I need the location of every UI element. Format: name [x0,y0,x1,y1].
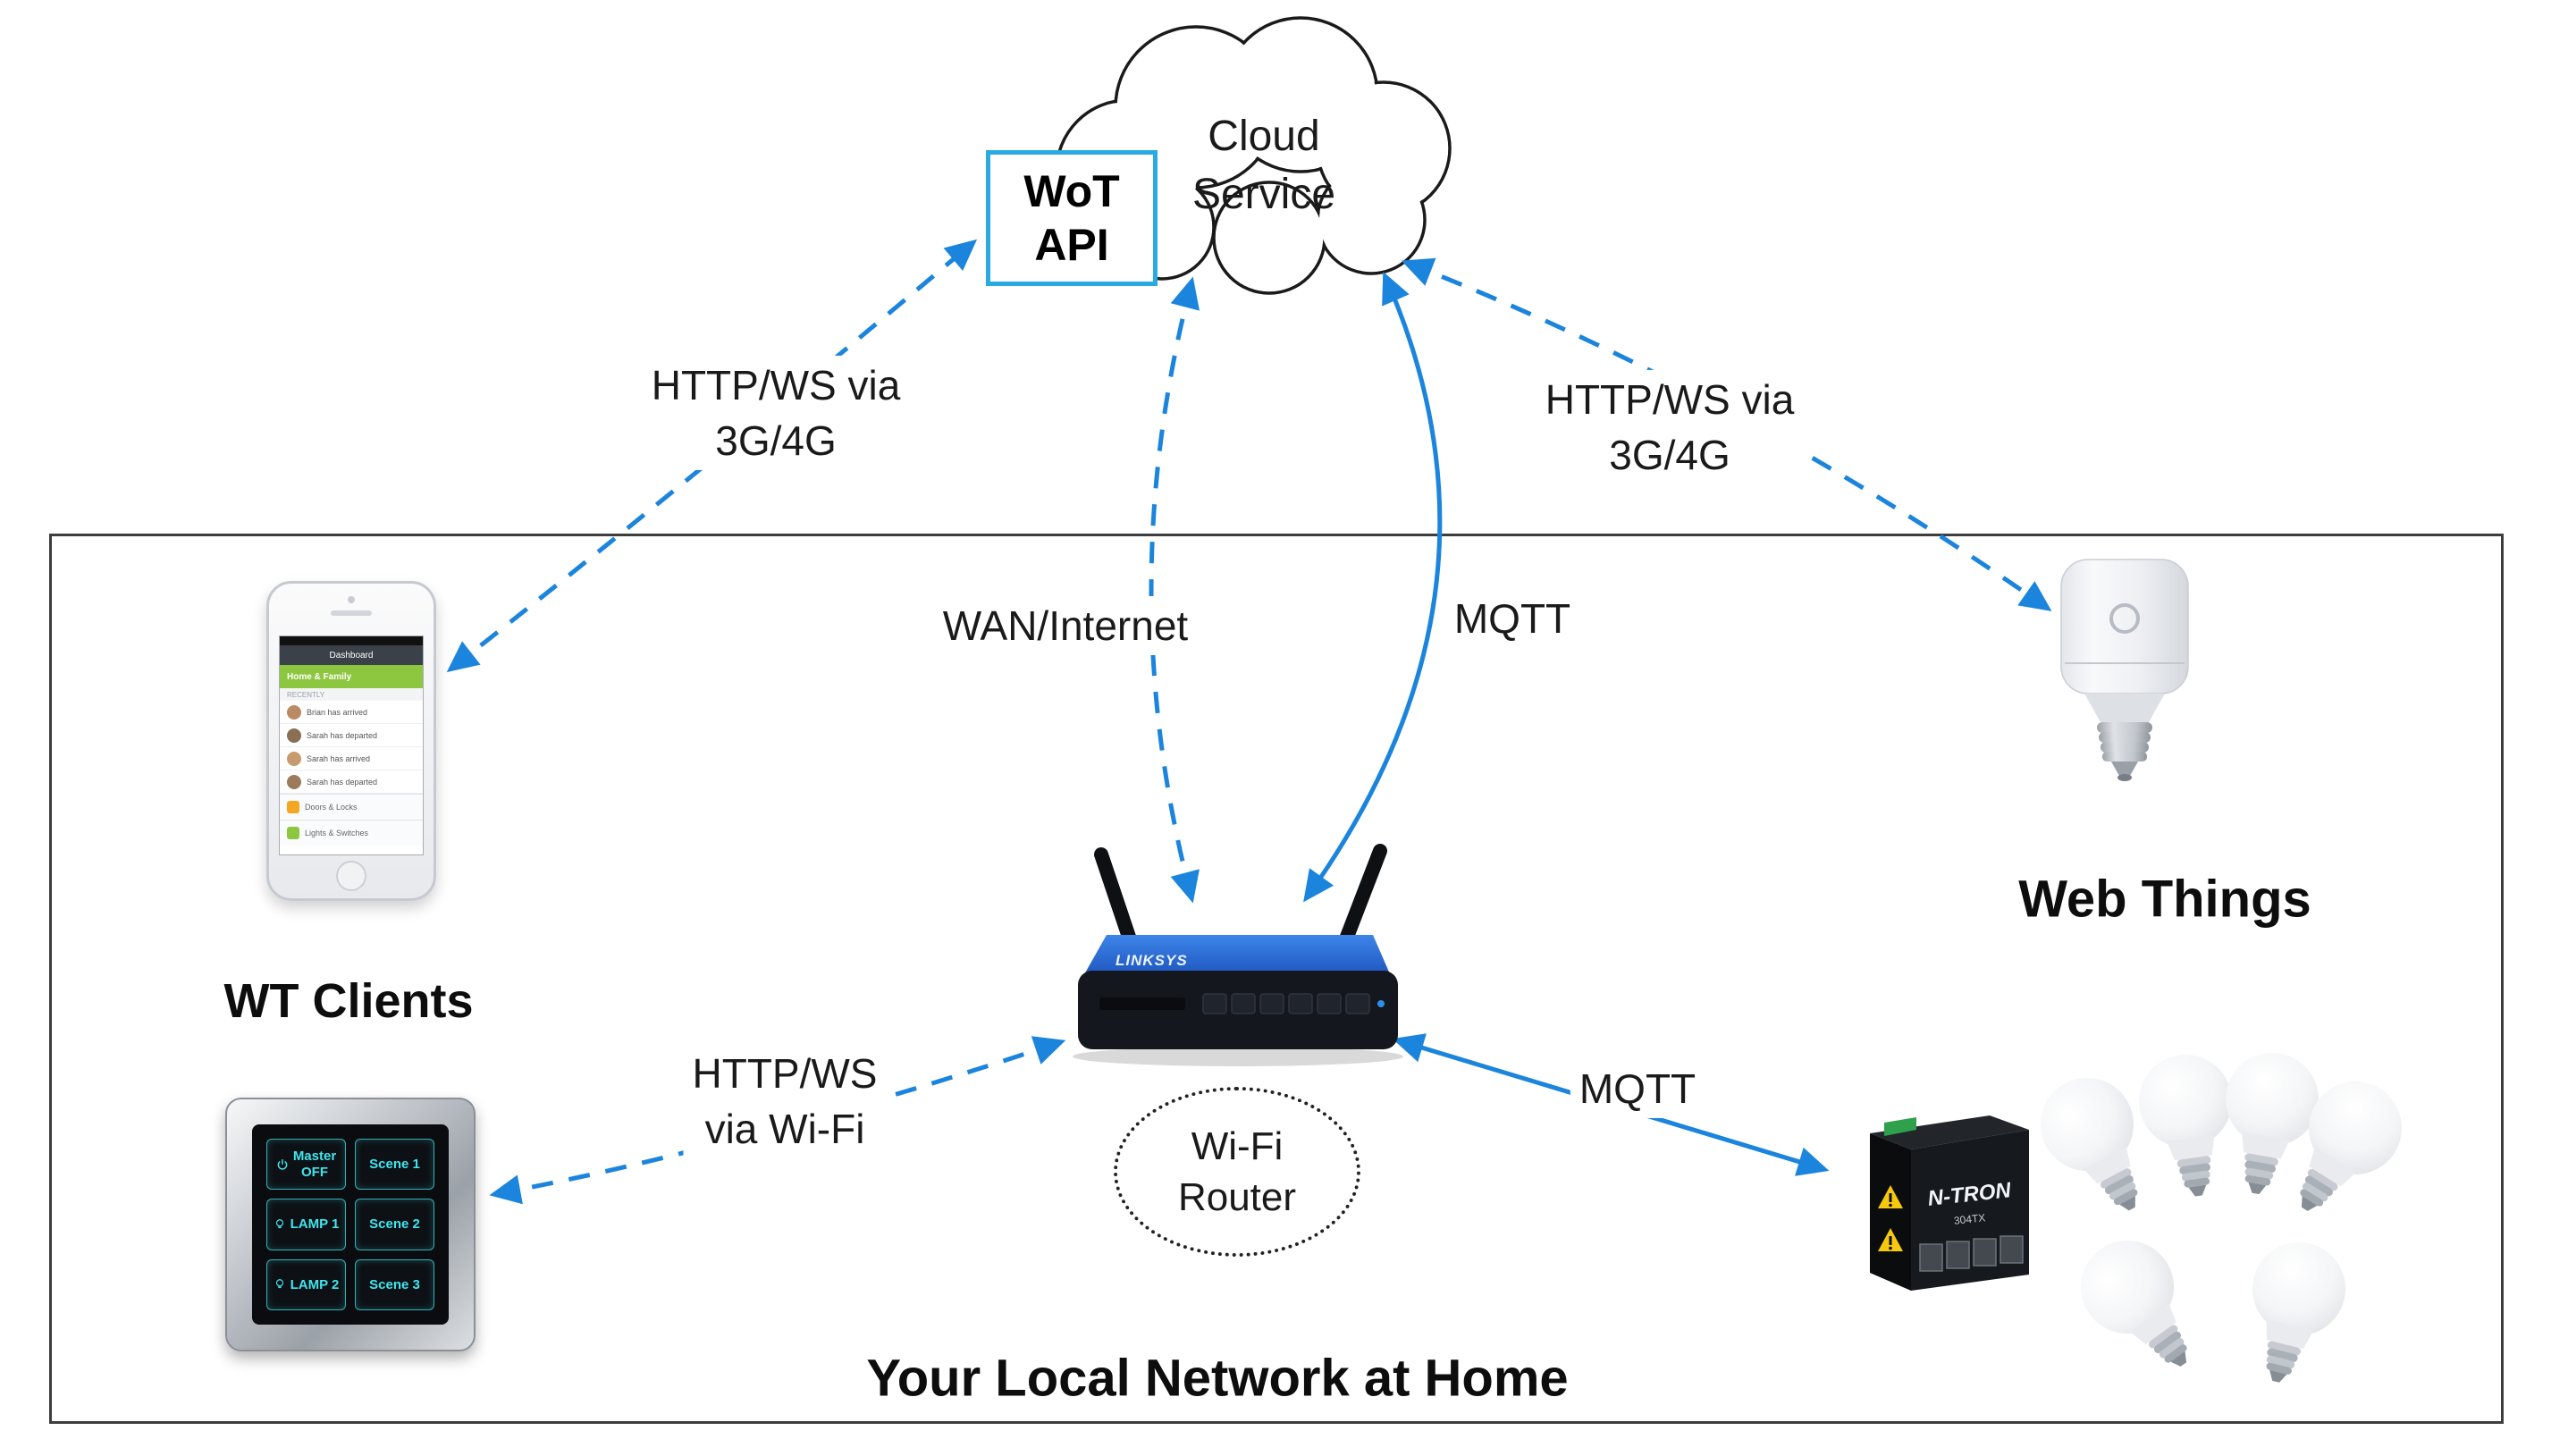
router-antenna-right [1335,844,1387,955]
panel-button-lamp-2: LAMP 2 [266,1258,346,1310]
router-ports [1202,993,1370,1014]
phone-status-bar [280,636,423,645]
phone-speaker [331,610,372,616]
wt-clients-title: WT Clients [223,974,474,1028]
avatar [287,704,301,720]
router-antenna-left [1094,847,1141,957]
smartphone-device: Dashboard Home & Family RECENTLY Brian h… [266,581,436,901]
feed-item: Brian has arrived [280,701,423,724]
phone-banner: Home & Family [280,665,423,688]
ethernet-ports [1919,1235,2024,1272]
warning-label-icon [1878,1185,1903,1251]
cloud-service-label: Cloud Service [1191,113,1336,218]
phone-banner-text: Home & Family [287,671,352,682]
bulb-logo [2109,603,2140,634]
feed-item: Sarah has departed [280,770,423,794]
phone-home-button [336,861,366,891]
footer-item-text: Doors & Locks [305,803,358,812]
panel-screen: Master OFF Scene 1 LAMP 1 Scene 2 LAMP 2 [252,1124,449,1325]
edge-label-mqtt-cloud: MQTT [1444,588,1580,649]
panel-button-label: Scene 2 [369,1216,420,1233]
panel-button-scene-2: Scene 2 [355,1199,434,1250]
phone-footer-row: Doors & Locks [280,794,423,820]
screw-base [2097,722,2152,762]
edge-label-httpws-3g4g-left: HTTP/WS via 3G/4G [642,355,910,471]
local-network-title: Your Local Network at Home [866,1349,1569,1408]
ntron-switch-device: N-TRON 304TX [1870,1115,2029,1291]
web-things-title: Web Things [2018,870,2311,929]
terminal-block [1884,1117,1916,1136]
phone-footer-row: Lights & Switches [280,820,423,846]
panel-button-label: LAMP 2 [290,1276,340,1292]
wot-api-box: WoT API [986,150,1158,286]
panel-button-label: Scene 3 [369,1276,420,1292]
phone-screen: Dashboard Home & Family RECENTLY Brian h… [279,635,424,855]
panel-button-lamp-1: LAMP 1 [266,1199,346,1250]
wifi-router-device: LINKSYS [1073,844,1403,1066]
bulb-cluster [2024,1045,2420,1385]
avatar [287,728,301,743]
bulb-icon [274,1278,286,1291]
avatar [287,751,301,766]
led-bulb [2062,1222,2221,1385]
wall-switch-panel-device: Master OFF Scene 1 LAMP 1 Scene 2 LAMP 2 [225,1098,476,1351]
panel-button-master-off: Master OFF [266,1139,346,1191]
footer-item-text: Lights & Switches [305,829,369,837]
panel-button-label: Master OFF [292,1149,337,1180]
power-icon [276,1158,289,1171]
wifi-router-label-ellipse: Wi-Fi Router [1114,1087,1360,1257]
panel-button-label: LAMP 1 [290,1216,340,1233]
local-network-boundary [49,534,2504,1424]
feed-item-text: Sarah has departed [307,777,378,787]
router-top-deck [1083,935,1391,976]
router-brand: LINKSYS [1116,952,1188,969]
feed-item-text: Sarah has arrived [307,753,371,763]
edge-label-mqtt-local: MQTT [1570,1058,1705,1119]
avatar [287,774,301,789]
panel-button-scene-1: Scene 1 [355,1139,434,1191]
led-bulb [2230,1232,2356,1385]
feed-item: Sarah has arrived [280,747,423,770]
ntron-model: 304TX [1953,1211,1986,1227]
phone-camera [348,596,355,603]
edge-label-httpws-3g4g-right: HTTP/WS via 3G/4G [1536,369,1804,485]
led-bulb [2133,1048,2245,1203]
feed-item-text: Sarah has departed [307,730,378,740]
smart-bulb-device [2060,559,2189,781]
panel-button-label: Scene 1 [369,1157,420,1173]
doors-locks-icon [287,801,299,813]
phone-section-header: RECENTLY [280,688,423,701]
edge-label-wan-internet: WAN/Internet [933,595,1198,656]
feed-item-text: Brian has arrived [307,707,368,717]
phone-nav-title: Dashboard [329,650,374,661]
phone-nav-bar: Dashboard [280,645,423,665]
edge-label-httpws-wifi: HTTP/WS via Wi-Fi [683,1043,887,1159]
panel-button-scene-3: Scene 3 [355,1258,434,1310]
lights-switches-icon [287,827,299,839]
feed-item: Sarah has departed [280,724,423,747]
bulb-icon [274,1218,286,1231]
